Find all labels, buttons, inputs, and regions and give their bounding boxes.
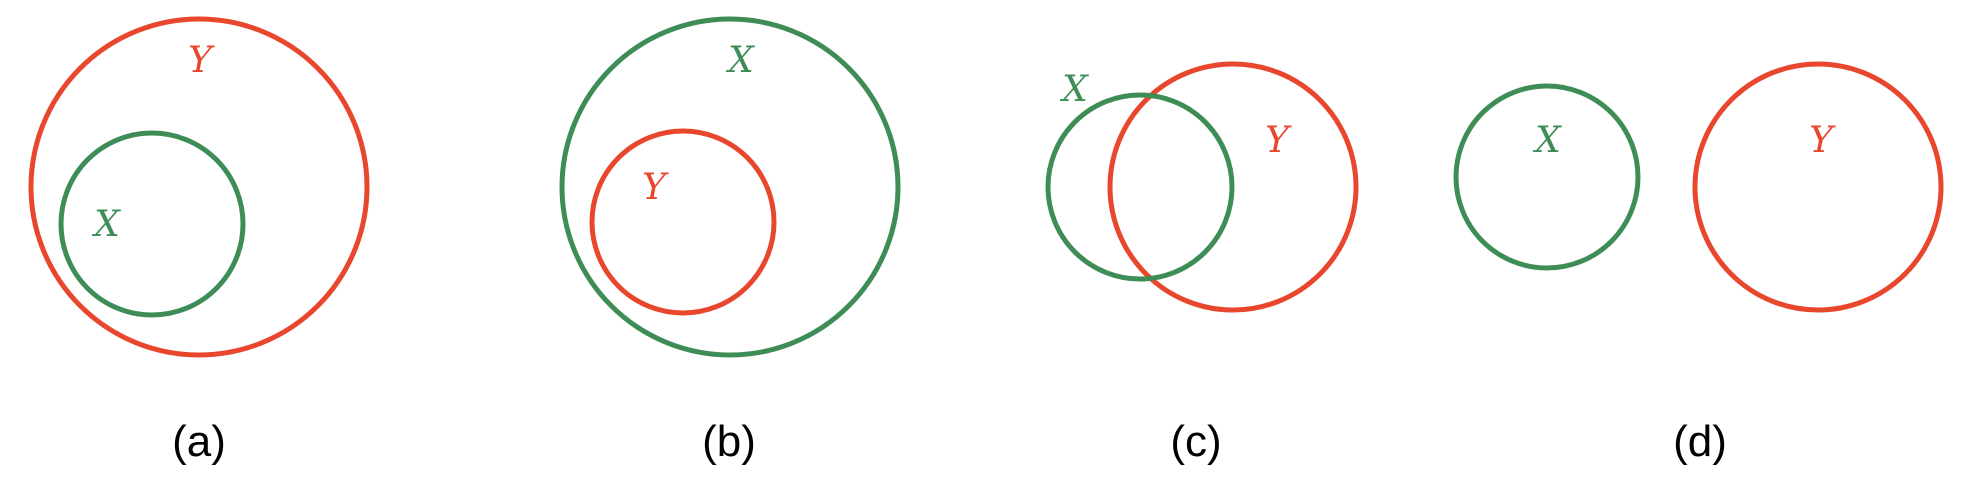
panel-c-set-x-label: X <box>1059 69 1089 110</box>
panel-a-set-x-circle <box>58 130 246 318</box>
panel-d-set-x-circle <box>1453 83 1641 271</box>
panel-a-caption: (a) <box>172 417 226 466</box>
panel-a: Y X (a) <box>28 16 370 466</box>
panel-d-set-y-label: Y <box>1809 120 1836 161</box>
panel-d: X Y (d) <box>1453 61 1944 466</box>
panel-c: X Y (c) <box>1045 61 1359 466</box>
panel-b: X Y (b) <box>559 16 901 466</box>
panel-d-set-y-circle <box>1692 61 1944 313</box>
panel-d-caption: (d) <box>1673 417 1727 466</box>
panel-a-set-x-label: X <box>91 204 121 245</box>
panel-c-set-y-circle <box>1107 61 1359 313</box>
panel-b-set-x-label: X <box>725 40 755 81</box>
panel-c-set-x-circle <box>1045 92 1235 282</box>
panel-a-set-y-circle <box>28 16 370 358</box>
panel-b-caption: (b) <box>702 417 756 466</box>
panel-c-caption: (c) <box>1170 417 1221 466</box>
panel-b-set-y-circle <box>589 128 777 316</box>
panel-c-set-y-label: Y <box>1265 120 1292 161</box>
panel-d-set-x-label: X <box>1532 120 1562 161</box>
panel-b-set-y-label: Y <box>642 167 669 208</box>
panel-a-set-y-label: Y <box>188 40 215 81</box>
panel-b-set-x-circle <box>559 16 901 358</box>
